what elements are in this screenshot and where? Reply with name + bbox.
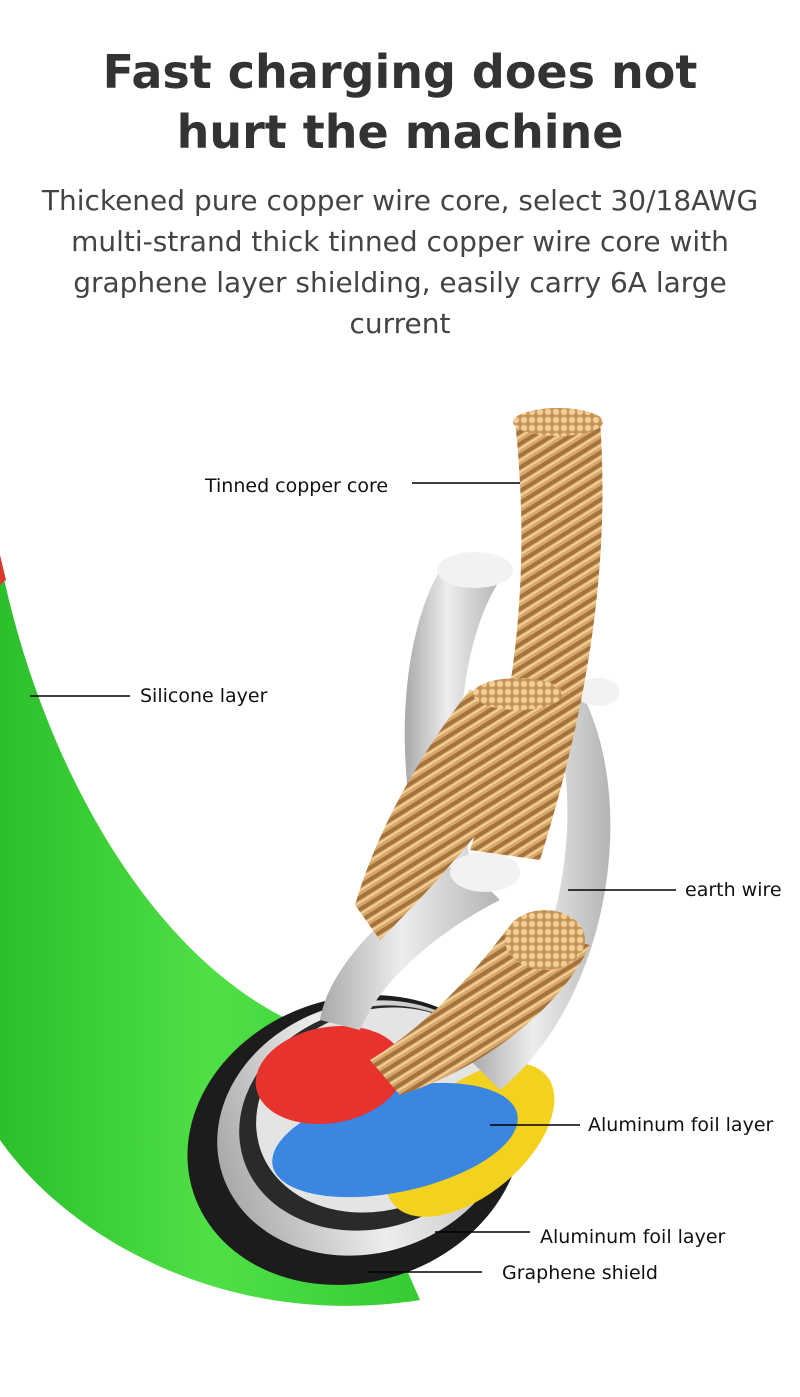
silver-wire-front [320, 860, 500, 1030]
title-line-2: hurt the machine [176, 105, 624, 159]
copper-core-front-end [505, 910, 585, 970]
label-graphene-shield: Graphene shield [502, 1262, 658, 1284]
label-aluminum-foil-layer-inner: Aluminum foil layer [588, 1114, 774, 1136]
label-aluminum-foil-layer-outer: Aluminum foil layer [540, 1226, 726, 1248]
silicone-jacket-edge-red [0, 555, 6, 585]
red-wire [255, 1025, 405, 1125]
label-earth-wire: earth wire [685, 879, 782, 901]
label-tinned-copper-core: Tinned copper core [205, 475, 389, 497]
copper-core-main-end [513, 408, 603, 436]
silver-wire-front-end [450, 852, 520, 892]
earth-wire-shape [470, 690, 611, 1090]
page-title: Fast charging does not hurt the machine [0, 42, 800, 162]
earth-wire-end [576, 678, 620, 706]
title-line-1: Fast charging does not [102, 45, 698, 99]
copper-core-left [355, 690, 560, 940]
label-silicone-layer: Silicone layer [140, 685, 268, 707]
silver-wire-back-end [437, 552, 513, 588]
copper-core-left-end [473, 678, 563, 710]
page-subtitle: Thickened pure copper wire core, select … [41, 184, 759, 340]
